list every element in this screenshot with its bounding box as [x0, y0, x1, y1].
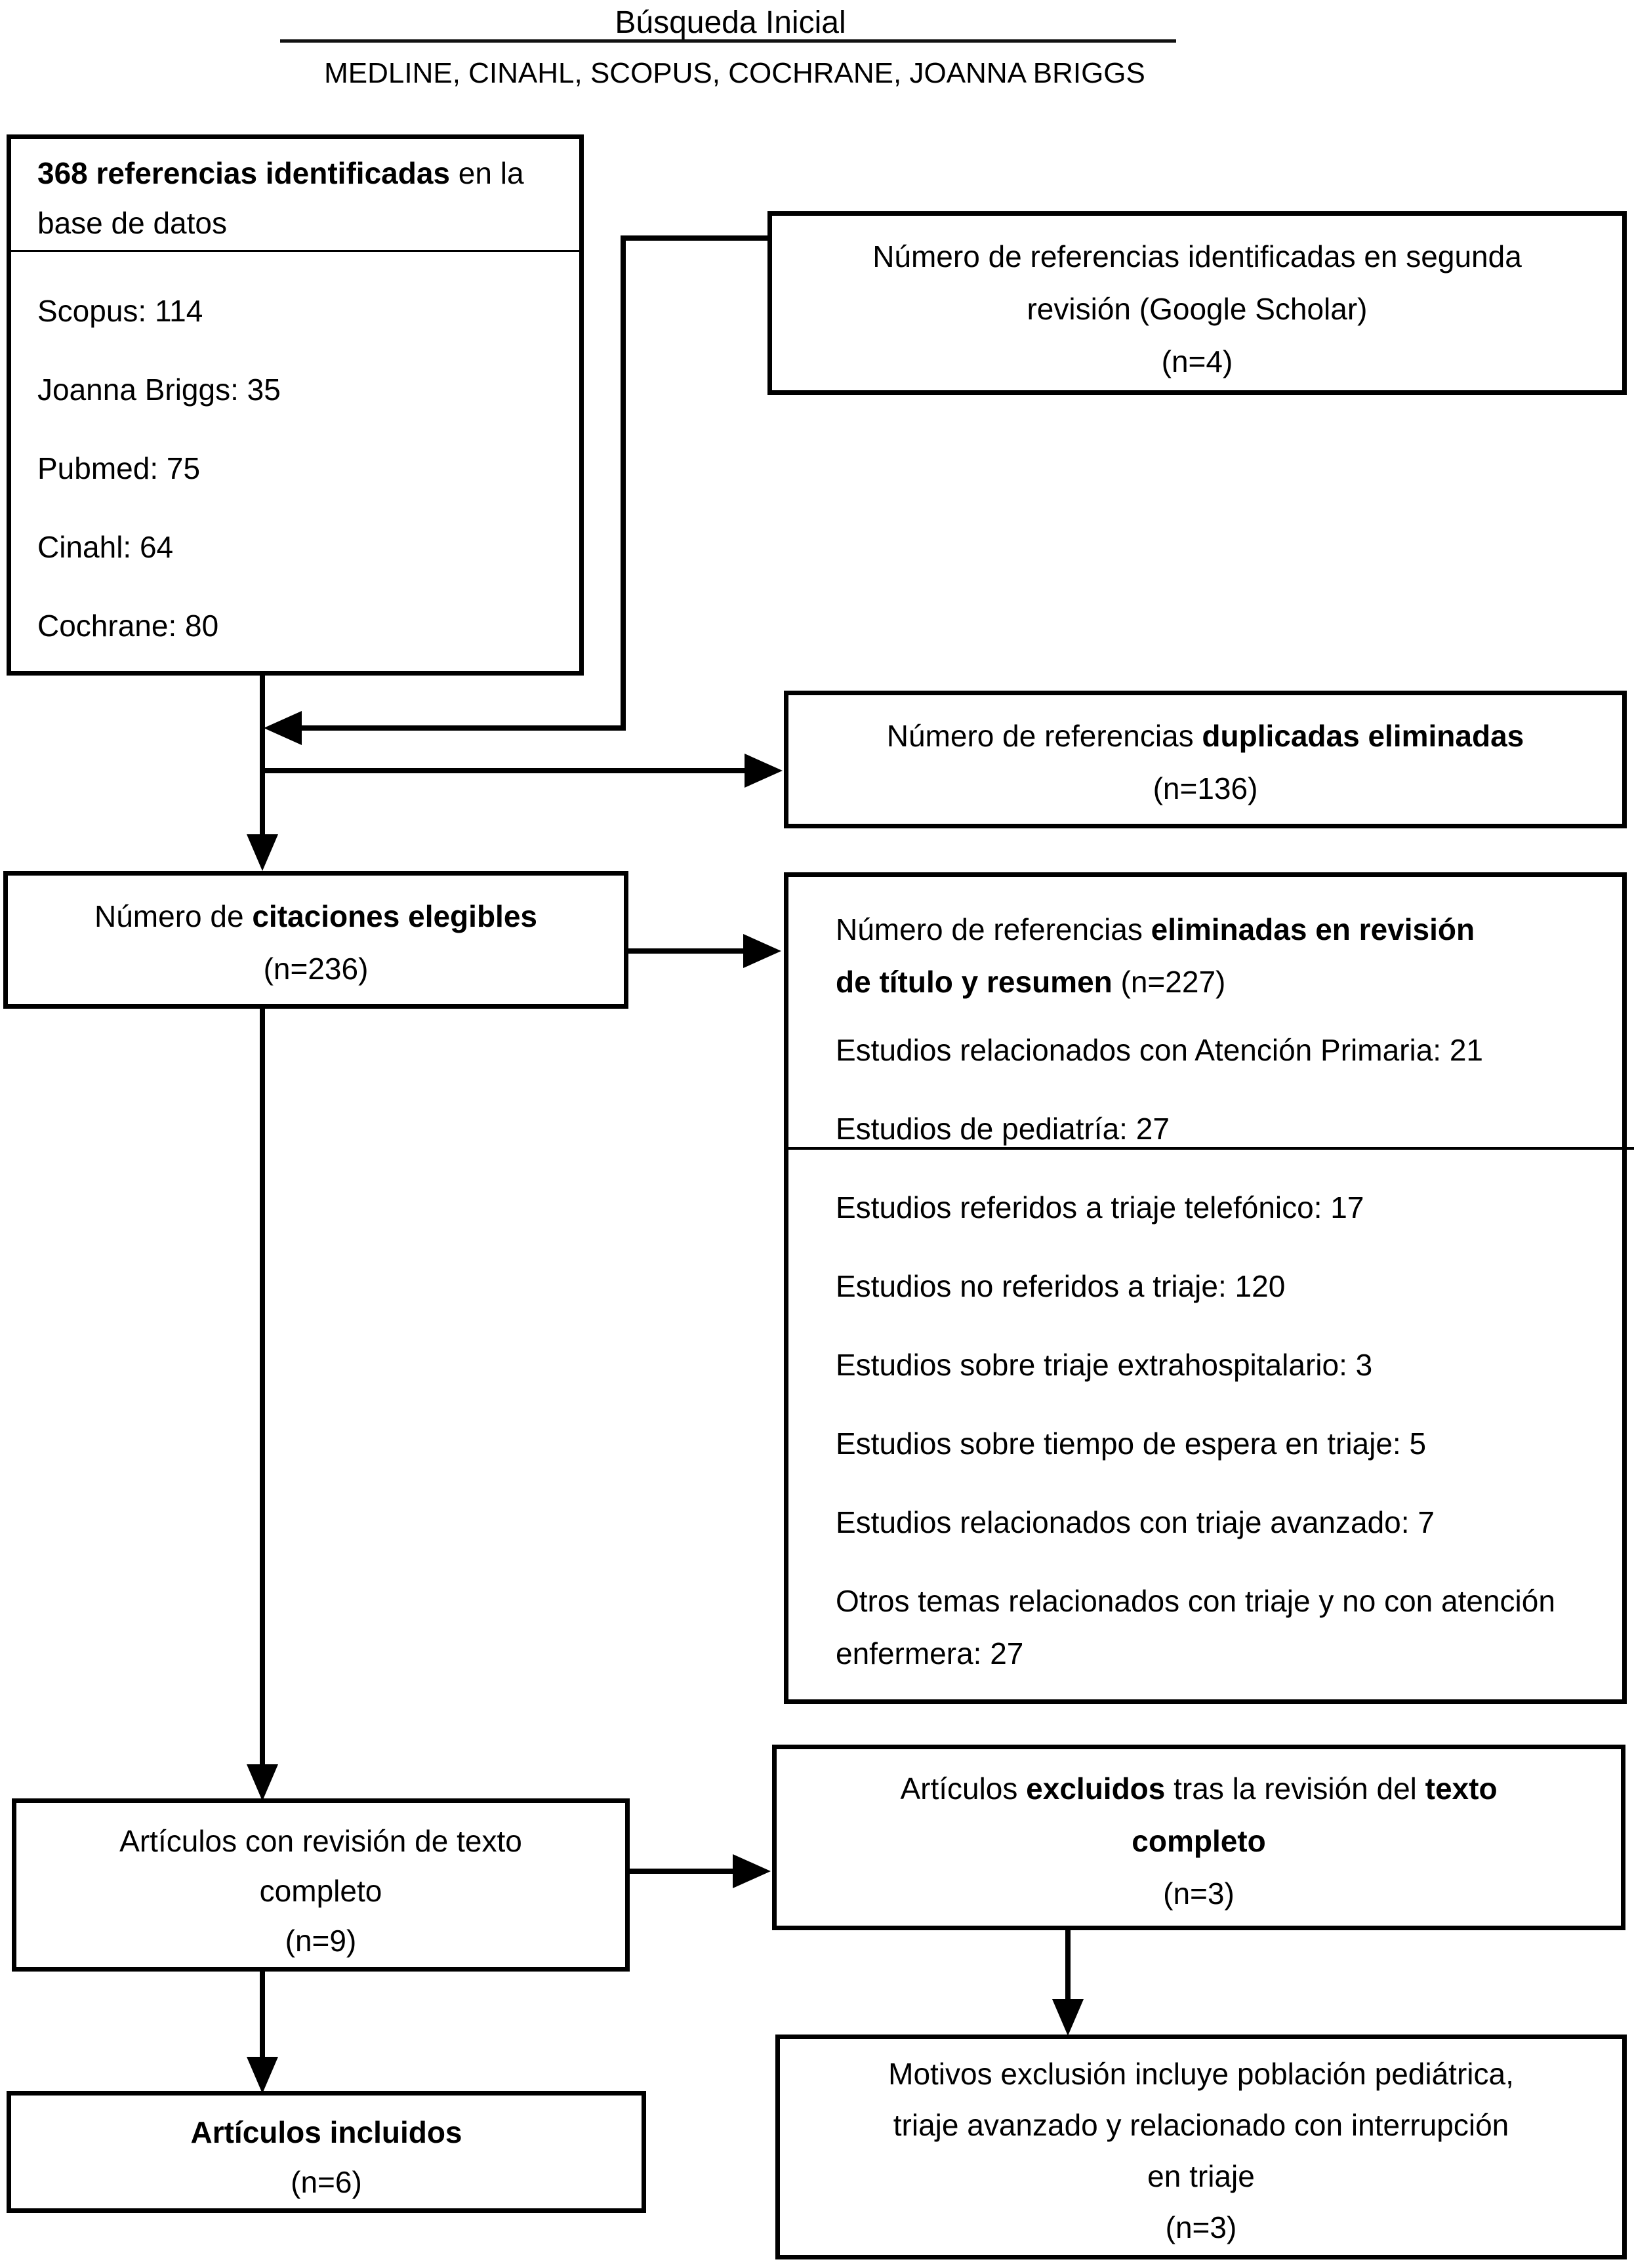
ta-head2-count: (n=227): [1120, 965, 1226, 999]
exclusion-motives-box: Motivos exclusión incluye población pedi…: [775, 2035, 1627, 2259]
identification-heading-rest: en la: [450, 156, 524, 190]
ta-head2-bold: de título y resumen: [836, 965, 1121, 999]
second-search-count: (n=4): [1161, 344, 1233, 378]
exclusion-reason: Estudios sobre tiempo de espera en triaj…: [836, 1427, 1427, 1461]
motives-line2: triaje avanzado y relacionado con interr…: [893, 2108, 1509, 2142]
eligible-text-bold: citaciones elegibles: [252, 899, 537, 933]
included-count: (n=6): [291, 2165, 362, 2199]
connector-secondsearch-top: [621, 235, 767, 241]
identification-box: 368 referencias identificadas en la base…: [7, 134, 584, 676]
source-item: Pubmed: 75: [37, 451, 201, 485]
exclusion-reason-list: Estudios relacionados con Atención Prima…: [788, 1008, 1622, 1680]
source-item: Cochrane: 80: [37, 609, 219, 643]
included-articles-box: Artículos incluidos (n=6): [7, 2091, 646, 2213]
second-search-line2: revisión (Google Scholar): [1027, 292, 1368, 326]
title-abstract-heading: Número de referencias eliminadas en revi…: [788, 877, 1622, 1008]
exclusion-reason: Estudios de pediatría: 27: [836, 1112, 1170, 1146]
arrowhead-down-to-motives: [1052, 1999, 1084, 2036]
connector-to-excluded: [628, 1869, 733, 1874]
exclusion-reason: Estudios relacionados con triaje avanzad…: [836, 1505, 1435, 1539]
second-search-line1: Número de referencias identificadas en s…: [872, 239, 1522, 273]
arrowhead-down-to-eligible: [247, 834, 278, 871]
source-list: Scopus: 114 Joanna Briggs: 35 Pubmed: 75…: [11, 272, 579, 665]
identification-heading: 368 referencias identificadas en la base…: [11, 139, 579, 248]
motives-line3: en triaje: [1147, 2159, 1255, 2193]
connector-to-titleabstract: [628, 948, 744, 954]
eligible-citations-box: Número de citaciones elegibles (n=236): [3, 871, 628, 1009]
motives-count: (n=3): [1165, 2210, 1237, 2244]
fulltext-review-box: Artículos con revisión de texto completo…: [12, 1798, 630, 1972]
excluded-count: (n=3): [1163, 1876, 1235, 1911]
exclusion-reason: Estudios referidos a triaje telefónico: …: [836, 1190, 1364, 1225]
diagram-title: Búsqueda Inicial: [615, 5, 846, 40]
eligible-count: (n=236): [263, 952, 369, 986]
fulltext-line1: Artículos con revisión de texto: [119, 1824, 522, 1858]
arrowhead-right-to-duplicates: [745, 754, 783, 788]
arrowhead-down-to-fulltext: [247, 1764, 278, 1801]
title-underline: [280, 39, 1176, 43]
source-item: Cinahl: 64: [37, 530, 174, 564]
connector-eligible-down: [260, 1009, 265, 1764]
connector-fulltext-down: [260, 1972, 265, 2058]
fulltext-line2: completo: [259, 1874, 382, 1908]
exclusion-reason: Otros temas relacionados con triaje y no…: [836, 1584, 1555, 1671]
source-item: Scopus: 114: [37, 294, 203, 328]
duplicates-text: Número de referencias: [886, 719, 1202, 753]
connector-secondsearch-merge: [300, 725, 626, 731]
excluded-seg-bold: texto: [1425, 1772, 1498, 1806]
exclusion-reason: Estudios sobre triaje extrahospitalario:…: [836, 1348, 1373, 1382]
source-item: Joanna Briggs: 35: [37, 373, 281, 407]
excluded-seg-bold: excluidos: [1026, 1772, 1166, 1806]
arrowhead-right-to-titleabstract: [743, 934, 781, 968]
connector-to-duplicates: [260, 768, 745, 773]
exclusion-reason: Estudios relacionados con Atención Prima…: [836, 1033, 1484, 1067]
connector-excluded-down: [1065, 1930, 1071, 2000]
exclusion-reason: Estudios no referidos a triaje: 120: [836, 1269, 1286, 1303]
connector-identification-down: [260, 676, 265, 834]
ta-head-bold: eliminadas en revisión: [1151, 912, 1475, 946]
databases-subtitle: MEDLINE, CINAHL, SCOPUS, COCHRANE, JOANN…: [324, 57, 1145, 89]
identification-count: 368 referencias identificadas: [37, 156, 450, 190]
arrowhead-down-to-included: [247, 2057, 278, 2094]
excluded-line2: completo: [1132, 1824, 1266, 1858]
duplicates-count: (n=136): [1153, 771, 1258, 805]
identification-heading-line2: base de datos: [37, 206, 228, 240]
title-abstract-exclusions-box: Número de referencias eliminadas en revi…: [784, 872, 1627, 1704]
duplicates-removed-box: Número de referencias duplicadas elimina…: [784, 691, 1627, 828]
motives-line1: Motivos exclusión incluye población pedi…: [888, 2057, 1514, 2091]
arrowhead-right-to-excluded: [733, 1854, 771, 1888]
ta-head-reg: Número de referencias: [836, 912, 1151, 946]
fulltext-count: (n=9): [285, 1924, 357, 1958]
duplicates-text-bold: duplicadas eliminadas: [1202, 719, 1524, 753]
second-search-box: Número de referencias identificadas en s…: [767, 211, 1627, 395]
excluded-seg: tras la revisión del: [1165, 1772, 1425, 1806]
identification-box-divider: [11, 250, 579, 252]
eligible-text: Número de: [94, 899, 253, 933]
exclusion-list-divider: [786, 1147, 1634, 1150]
included-title: Artículos incluidos: [190, 2115, 462, 2149]
arrowhead-left-merge: [264, 711, 302, 745]
fulltext-excluded-box: Artículos excluidos tras la revisión del…: [772, 1745, 1625, 1930]
connector-secondsearch-vertical: [621, 235, 626, 731]
excluded-seg: Artículos: [900, 1772, 1027, 1806]
